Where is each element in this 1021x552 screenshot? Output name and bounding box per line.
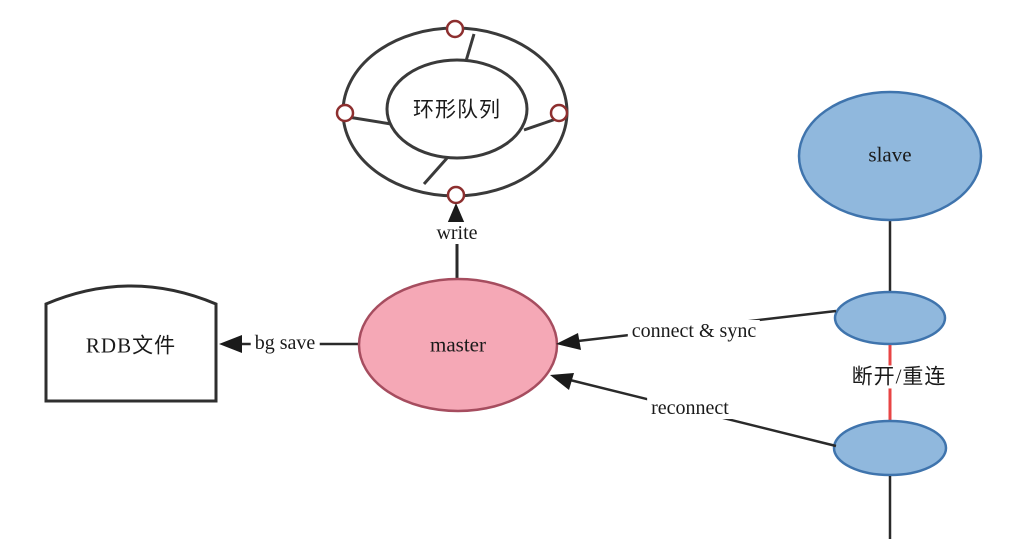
ring-spoke-right	[523, 117, 557, 132]
write-arrowhead-icon	[447, 203, 465, 224]
reconnect-arrowhead-icon	[550, 373, 574, 390]
ring-spoke-top	[464, 33, 476, 62]
rdb-file-node	[44, 284, 218, 403]
replica-bottom-node	[832, 419, 948, 477]
ring-spokes	[347, 33, 557, 185]
master-node	[357, 277, 559, 413]
ring-marker-bottom	[446, 185, 466, 205]
ring-spoke-bottom	[422, 156, 450, 185]
ring-inner-ellipse	[385, 58, 529, 160]
rdb-file-label: RDB文件	[85, 333, 177, 358]
ring-queue-node	[335, 19, 569, 205]
write-label: write	[432, 222, 482, 244]
slave-node	[797, 90, 983, 222]
replica-top-node	[833, 290, 947, 346]
bg-save-label: bg save	[250, 332, 320, 354]
ring-marker-top	[445, 19, 465, 39]
ring-spoke-left	[347, 115, 392, 126]
ring-marker-left	[335, 103, 355, 123]
reconnect-label: reconnect	[647, 397, 733, 419]
slave-label: slave	[868, 142, 912, 167]
ring-queue-label: 环形队列	[413, 97, 501, 122]
ring-marker-right	[549, 103, 569, 123]
connect-sync-label: connect & sync	[627, 320, 761, 342]
disconnect-reconnect-label: 断开/重连	[847, 365, 951, 389]
connect-sync-arrowhead-icon	[556, 333, 581, 350]
bg-save-arrowhead-icon	[219, 335, 242, 353]
master-label: master	[430, 332, 486, 357]
